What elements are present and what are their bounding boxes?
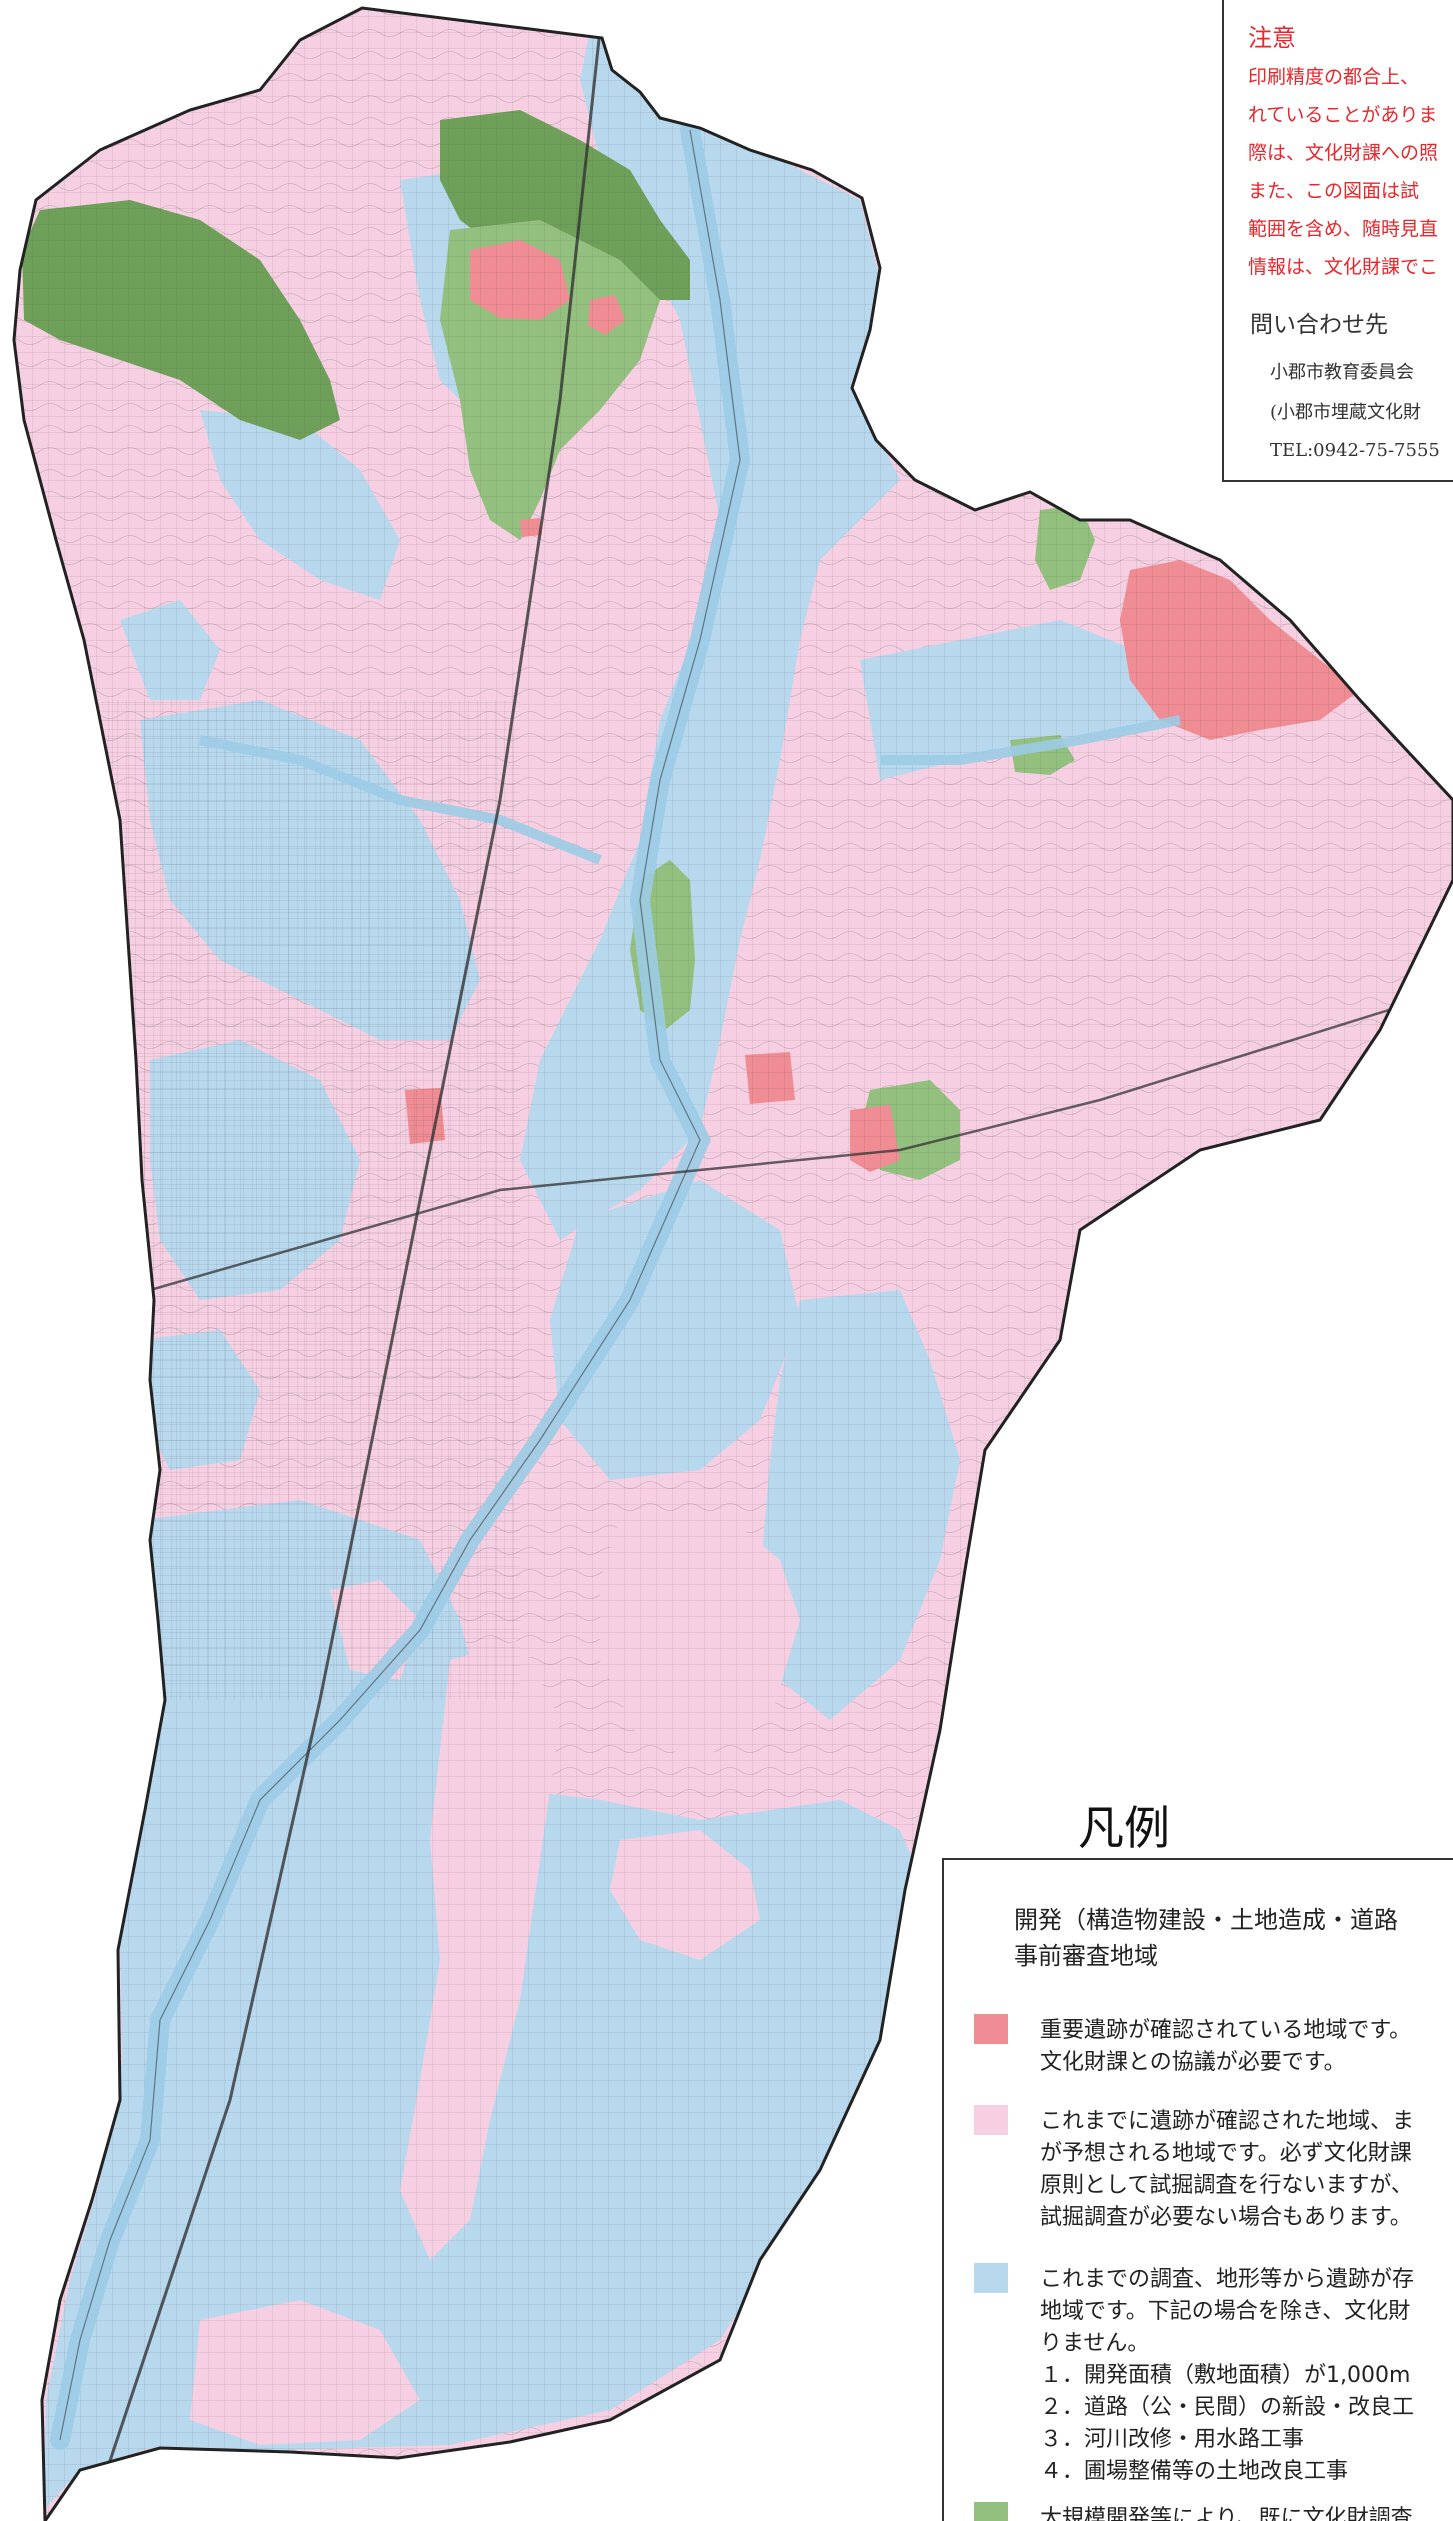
contact-line: (小郡市埋蔵文化財 <box>1270 402 1422 423</box>
legend-swatch-confirmed <box>974 2105 1008 2135</box>
legend-unlikely-text: これまでの調査、地形等から遺跡が存 <box>1040 2267 1415 2292</box>
legend-heading: 開発（構造物建設・土地造成・道路 <box>1014 1906 1398 1934</box>
legend-important-text: 重要遺跡が確認されている地域です。 <box>1040 2018 1412 2043</box>
legend-title: 凡例 <box>1078 1801 1170 1855</box>
legend-heading: 事前審査地域 <box>1014 1942 1158 1970</box>
notice-line: 印刷精度の都合上、 <box>1248 66 1420 88</box>
legend-confirmed-text: 原則として試掘調査を行ないますが、 <box>1040 2173 1413 2198</box>
contact-title: 問い合わせ先 <box>1250 312 1388 338</box>
legend-swatch-important <box>974 2014 1008 2044</box>
legend-confirmed-text: が予想される地域です。必ず文化財課 <box>1040 2141 1412 2166</box>
notice-line: 情報は、文化財課でこ <box>1248 256 1439 278</box>
contact-line: 小郡市教育委員会 <box>1270 362 1414 383</box>
legend-unlikely-text: 地域です。下記の場合を除き、文化財 <box>1040 2299 1411 2324</box>
legend-unlikely-text: ３．河川改修・用水路工事 <box>1040 2427 1305 2452</box>
legend-swatch-surveyed <box>974 2502 1008 2521</box>
legend-panel: 開発（構造物建設・土地造成・道路 事前審査地域 重要遺跡が確認されている地域です… <box>942 1858 1453 2521</box>
legend-unlikely-text: ２．道路（公・民間）の新設・改良工 <box>1040 2395 1415 2420</box>
legend-surveyed-text: 大規模開発等により、既に文化財調査 <box>1040 2506 1413 2521</box>
notice-line: 際は、文化財課への照 <box>1248 142 1439 164</box>
legend-important-text: 文化財課との協議が必要です。 <box>1040 2050 1346 2075</box>
legend-unlikely-text: りません。 <box>1040 2331 1150 2356</box>
legend-unlikely-text: １．開発面積（敷地面積）が1,000m <box>1040 2363 1411 2388</box>
notice-line: れていることがありま <box>1248 104 1438 126</box>
notice-line: 範囲を含め、随時見直 <box>1248 218 1439 240</box>
legend-confirmed-text: 試掘調査が必要ない場合もあります。 <box>1040 2205 1412 2230</box>
legend-confirmed-text: これまでに遺跡が確認された地域、ま <box>1040 2109 1415 2134</box>
contact-phone: TEL:0942-75-7555 <box>1270 440 1440 461</box>
notice-title: 注意 <box>1248 24 1296 52</box>
notice-line: また、この図面は試 <box>1248 180 1420 202</box>
legend-swatch-unlikely <box>974 2263 1008 2293</box>
legend-unlikely-text: ４．圃場整備等の土地改良工事 <box>1040 2459 1349 2484</box>
notice-panel: 注意 印刷精度の都合上、 れていることがありま 際は、文化財課への照 また、この… <box>1222 0 1453 482</box>
